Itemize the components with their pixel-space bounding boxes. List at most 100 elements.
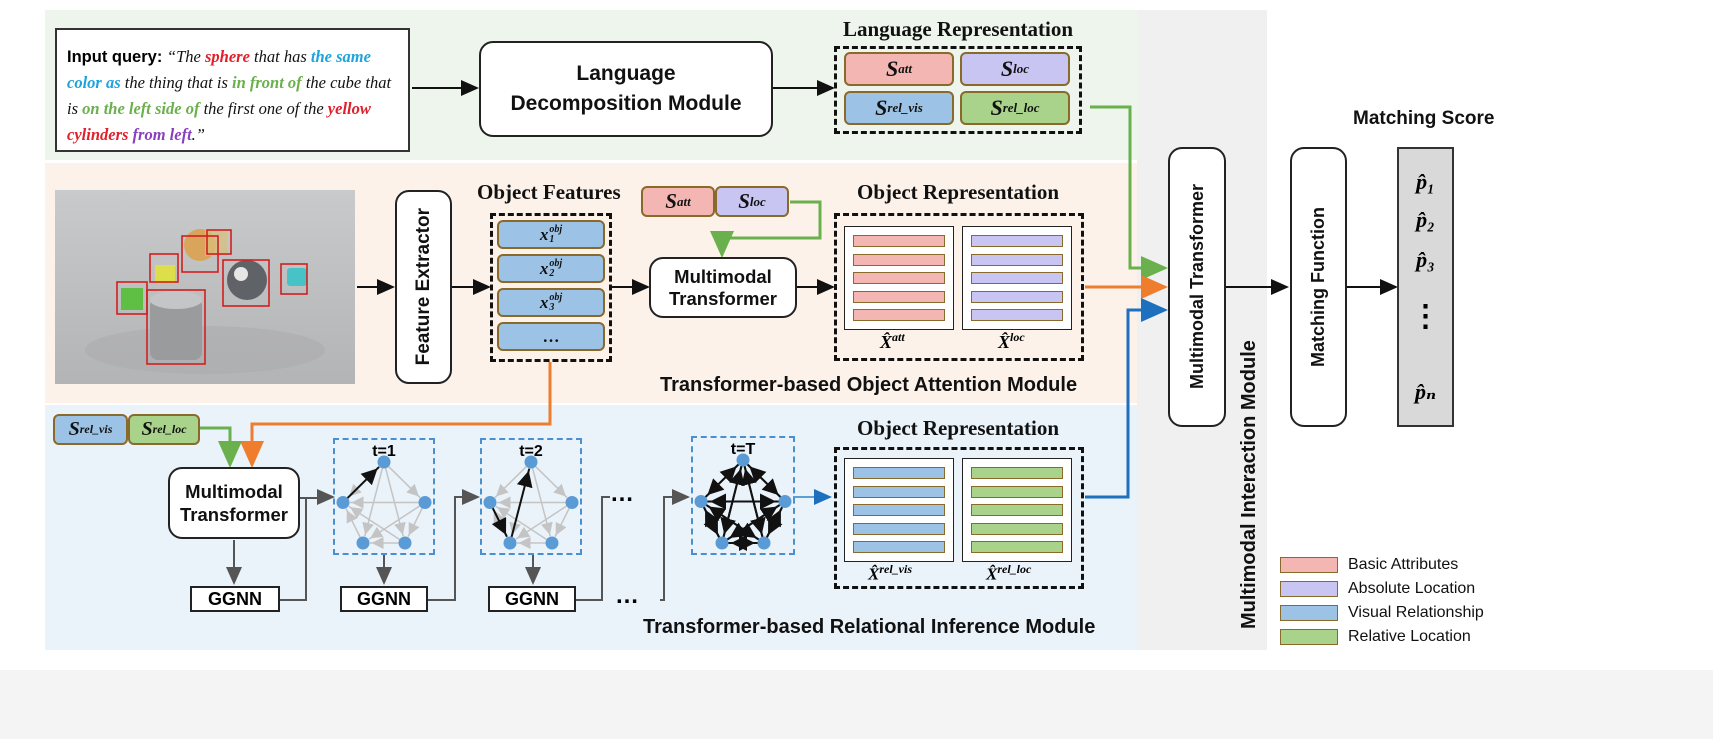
object-attention-module-title: Transformer-based Object Attention Modul… bbox=[660, 374, 1078, 396]
graph-node bbox=[757, 536, 771, 550]
object-feature-ellipsis: … bbox=[497, 322, 605, 351]
graph-edge bbox=[765, 507, 783, 539]
query-segment: the cube that is bbox=[67, 73, 392, 118]
representation-bar bbox=[971, 253, 1063, 266]
representation-bar bbox=[853, 467, 945, 479]
graph-tT: t=T bbox=[691, 436, 795, 555]
graph-node bbox=[694, 495, 708, 508]
object-features-title: Object Features bbox=[477, 180, 621, 204]
query-segment: the thing that is bbox=[120, 73, 232, 92]
x-rel-loc-panel bbox=[962, 458, 1072, 562]
rel-object-representation-box bbox=[834, 447, 1084, 589]
legend-label: Relative Location bbox=[1348, 628, 1471, 645]
graph-t1-label: t=1 bbox=[372, 443, 396, 460]
matching-function-label: Matching Function bbox=[1308, 207, 1328, 367]
representation-bar bbox=[853, 522, 945, 535]
graph-edge bbox=[368, 505, 421, 540]
matching-score-title: Matching Score bbox=[1353, 108, 1495, 129]
graph-edge bbox=[346, 466, 380, 499]
score-p3: p̂₃ bbox=[1416, 247, 1435, 272]
graph-t1: t=1 bbox=[333, 438, 435, 555]
graph-edge bbox=[726, 504, 780, 541]
query-segment: yellow cylinders bbox=[67, 99, 371, 144]
multimodal-transformer-attention: Multimodal Transformer bbox=[649, 257, 797, 318]
graph-edge bbox=[515, 505, 568, 540]
legend-swatch bbox=[1280, 629, 1338, 645]
x-rel-vis-panel bbox=[844, 458, 954, 562]
ggnn-2: GGNN bbox=[340, 586, 428, 612]
graph-edge bbox=[387, 465, 421, 499]
legend-item: Absolute Location bbox=[1280, 580, 1475, 598]
rel-object-representation-title: Object Representation bbox=[857, 416, 1059, 440]
graph-t2-edges bbox=[483, 455, 579, 550]
bottom-strip bbox=[0, 670, 1713, 739]
graph-node bbox=[503, 536, 517, 550]
mit-label: Multimodal Transformer bbox=[1186, 184, 1207, 390]
mt-relational-label: Multimodal Transformer bbox=[180, 481, 288, 525]
representation-bar bbox=[971, 272, 1063, 284]
graph-edge bbox=[554, 507, 571, 538]
language-representation-box bbox=[834, 46, 1082, 134]
representation-bar bbox=[853, 504, 945, 516]
representation-bar bbox=[853, 290, 945, 303]
graph-tT-label: t=T bbox=[730, 441, 756, 458]
feature-extractor-label: Feature Extractor bbox=[412, 208, 434, 366]
graph-t2-label: t=2 bbox=[519, 443, 543, 460]
legend-item: Basic Attributes bbox=[1280, 556, 1458, 574]
score-pN: p̂ₙ bbox=[1414, 379, 1437, 404]
object-features-box bbox=[490, 213, 612, 362]
dots-mid: … bbox=[610, 480, 634, 507]
multimodal-transformer-interaction: Multimodal Transformer bbox=[1168, 147, 1226, 427]
x-loc-label: X̂loc bbox=[998, 330, 1025, 352]
graph-node bbox=[778, 495, 792, 508]
representation-bar bbox=[971, 467, 1063, 479]
legend-swatch bbox=[1280, 605, 1338, 621]
language-decomposition-module: Language Decomposition Module bbox=[479, 41, 773, 137]
graph-edge bbox=[491, 507, 508, 538]
representation-bar bbox=[971, 235, 1063, 247]
representation-bar bbox=[971, 541, 1063, 553]
language-representation-title: Language Representation bbox=[843, 17, 1074, 41]
x-rel-loc-label: X̂rel_loc bbox=[986, 562, 1032, 584]
graph-edge bbox=[705, 503, 759, 540]
query-segment: sphere bbox=[204, 47, 250, 66]
representation-bar bbox=[853, 253, 945, 266]
representation-bar bbox=[971, 309, 1063, 321]
scene-image bbox=[55, 190, 355, 384]
graph-node bbox=[483, 496, 497, 509]
input-query-label: Input query: bbox=[67, 48, 163, 66]
object-representation-box bbox=[834, 213, 1084, 361]
graph-node bbox=[565, 496, 579, 509]
graph-node bbox=[336, 496, 350, 509]
x-att-label: X̂att bbox=[880, 330, 905, 352]
legend-label: Absolute Location bbox=[1348, 580, 1476, 597]
query-segment: the first one of the bbox=[199, 99, 328, 118]
legend-item: Relative Location bbox=[1280, 628, 1471, 646]
representation-bar bbox=[853, 272, 945, 284]
query-segment: “The bbox=[166, 47, 205, 66]
x-rel-vis-label: X̂rel_vis bbox=[868, 562, 913, 584]
graph-edge bbox=[534, 465, 568, 499]
object-representation-title: Object Representation bbox=[857, 180, 1059, 204]
mt-attention-label: Multimodal Transformer bbox=[669, 265, 777, 309]
graph-node bbox=[377, 455, 391, 469]
legend-label: Basic Attributes bbox=[1348, 556, 1459, 573]
query-segment: that has bbox=[249, 47, 311, 66]
matching-score-box: p̂₁ p̂₂ p̂₃ ⋮ p̂ₙ bbox=[1397, 147, 1454, 427]
representation-bar bbox=[853, 309, 945, 321]
graph-edge bbox=[510, 468, 533, 538]
graph-node bbox=[736, 453, 750, 467]
graph-edge bbox=[407, 507, 424, 538]
multimodal-interaction-module-title: Multimodal Interaction Module bbox=[1238, 340, 1260, 630]
representation-bar bbox=[853, 235, 945, 247]
graph-node bbox=[715, 536, 729, 550]
